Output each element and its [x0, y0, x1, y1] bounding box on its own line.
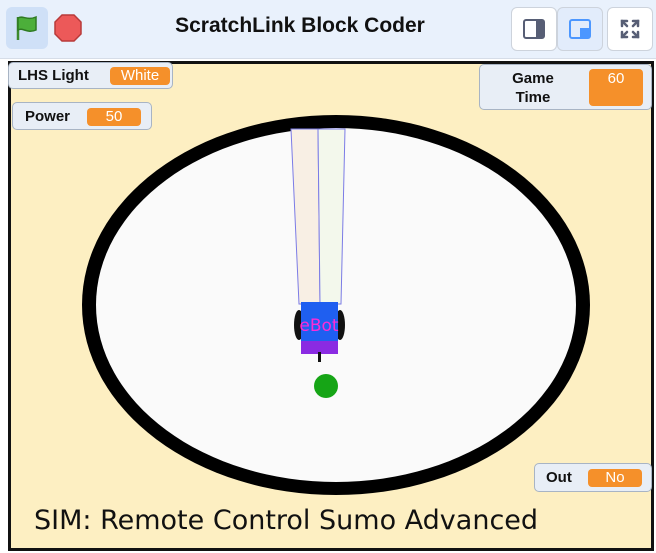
- sim-caption: SIM: Remote Control Sumo Advanced: [34, 505, 539, 536]
- stop-icon: [54, 14, 82, 42]
- monitor-game-time-label: Game Time: [512, 70, 554, 106]
- light-beams: [290, 128, 346, 305]
- monitor-game-time[interactable]: Game Time 60: [479, 64, 652, 110]
- monitor-lhs-light[interactable]: LHS Light White: [8, 62, 173, 89]
- arena: eBot: [82, 115, 590, 495]
- ebot-robot: eBot: [294, 302, 345, 362]
- green-flag-icon: [16, 15, 37, 40]
- top-toolbar: ScratchLink Block Coder: [0, 0, 656, 59]
- monitor-power-label: Power: [25, 108, 71, 125]
- monitor-lhs-light-value: White: [110, 67, 170, 85]
- monitor-game-time-value: 60: [589, 69, 643, 106]
- monitor-lhs-light-label: LHS Light: [18, 67, 89, 84]
- fullscreen-button[interactable]: [607, 7, 653, 51]
- monitor-out[interactable]: Out No: [534, 463, 652, 492]
- ball: [314, 374, 338, 398]
- large-stage-button[interactable]: [557, 7, 603, 51]
- monitor-out-label: Out: [546, 469, 572, 486]
- small-stage-icon: [523, 19, 545, 39]
- robot-label: eBot: [299, 316, 339, 336]
- app-title: ScratchLink Block Coder: [175, 14, 425, 37]
- monitor-out-value: No: [588, 469, 642, 487]
- large-stage-icon: [569, 19, 591, 39]
- stop-button[interactable]: [52, 12, 84, 44]
- monitor-power[interactable]: Power 50: [12, 102, 152, 130]
- green-flag-button[interactable]: [6, 7, 48, 49]
- monitor-power-value: 50: [87, 108, 141, 126]
- fullscreen-icon: [620, 19, 640, 39]
- small-stage-button[interactable]: [511, 7, 557, 51]
